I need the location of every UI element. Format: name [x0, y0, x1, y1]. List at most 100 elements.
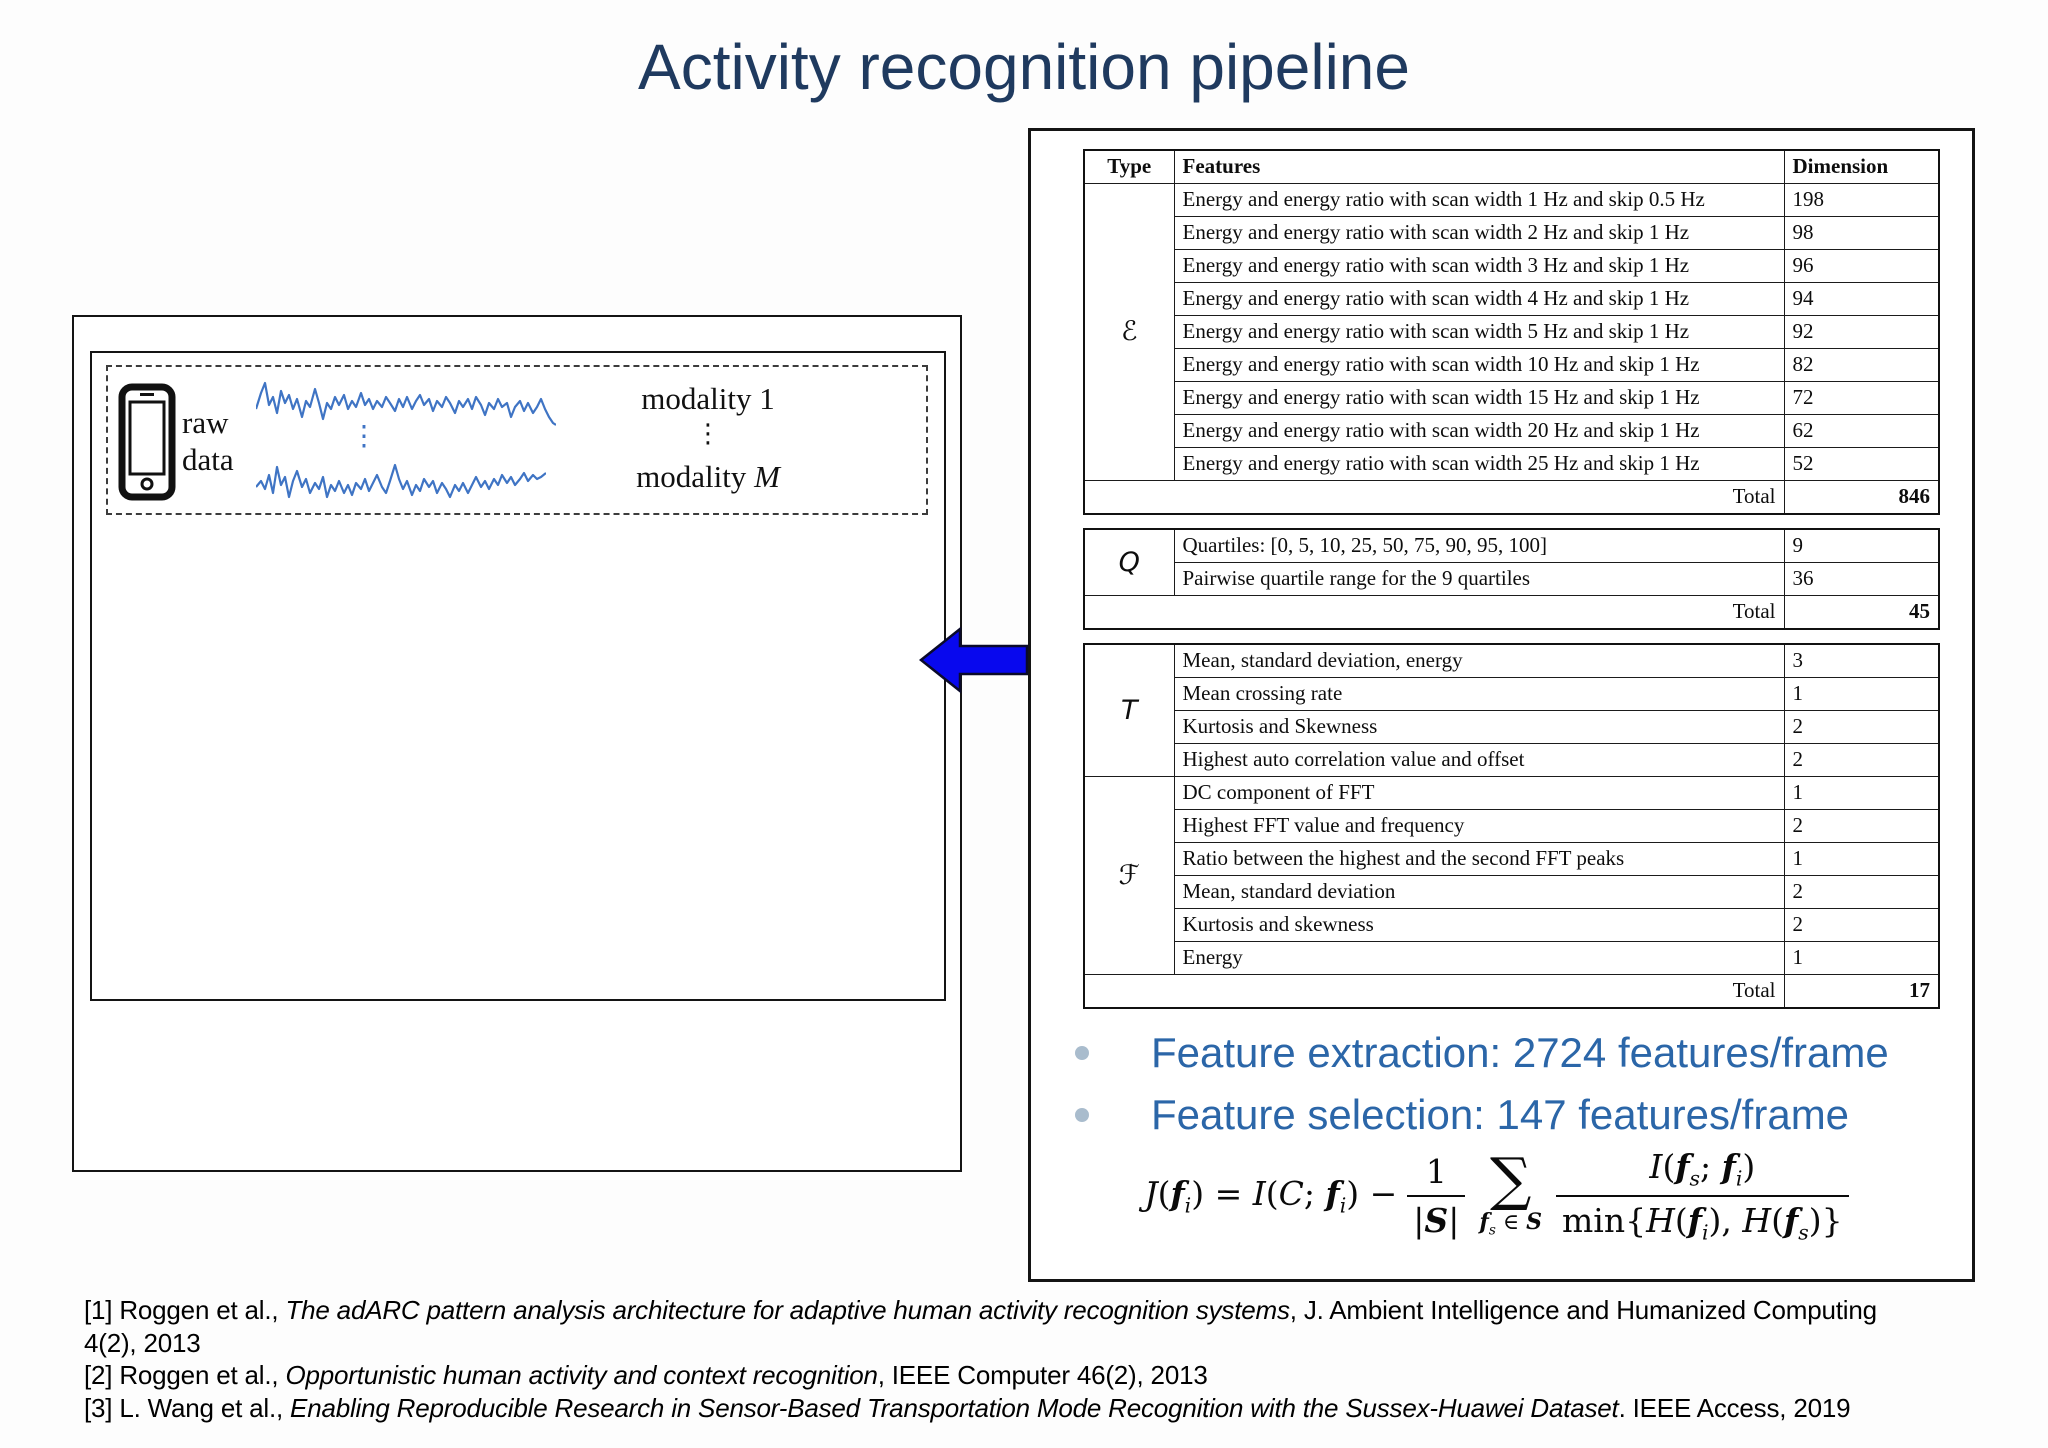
pipeline-inner-box: raw data ⋮ modality 1 ⋮ modality M: [90, 351, 946, 1001]
smartphone-icon: [118, 383, 176, 501]
feature-name: Energy: [1173, 941, 1785, 975]
bullet-item: Feature extraction: 2724 features/frame: [1075, 1027, 1889, 1079]
bullet-text: Feature extraction: 2724 features/frame: [1151, 1029, 1889, 1076]
feature-dimension: 1: [1783, 776, 1940, 810]
formula-tokens: min{H(fi), H(fs)}: [1562, 1200, 1843, 1245]
table-row: Energy and energy ratio with scan width …: [1084, 249, 1940, 283]
table-row: Energy and energy ratio with scan width …: [1084, 381, 1940, 415]
feature-name: Energy and energy ratio with scan width …: [1173, 447, 1785, 481]
waveform-signal-1: [256, 381, 556, 426]
formula-tokens: |S|: [1413, 1200, 1460, 1240]
total-value: 45: [1783, 595, 1940, 630]
feature-dimension: 72: [1783, 381, 1940, 415]
feature-dimension: 2: [1783, 710, 1940, 744]
reference-title: Enabling Reproducible Research in Sensor…: [290, 1392, 1619, 1423]
feature-name: Energy and energy ratio with scan width …: [1173, 216, 1785, 250]
references: [1] Roggen et al., The adARC pattern ana…: [84, 1294, 2034, 1424]
table-row: Energy and energy ratio with scan width …: [1084, 315, 1940, 349]
page-title: Activity recognition pipeline: [638, 31, 1410, 103]
feature-name: Energy and energy ratio with scan width …: [1173, 381, 1785, 415]
reference-prefix: [2] Roggen et al.,: [84, 1360, 286, 1390]
type-symbol: ℱ: [1083, 776, 1175, 975]
feature-name: Highest FFT value and frequency: [1173, 809, 1785, 843]
total-value: 846: [1783, 480, 1940, 515]
reference-entry: [1] Roggen et al., The adARC pattern ana…: [84, 1294, 2034, 1359]
reference-suffix: . IEEE Access, 2019: [1618, 1392, 1851, 1423]
header-dimension: Dimension: [1783, 149, 1940, 184]
reference-title: The adARC pattern analysis architecture …: [285, 1295, 1290, 1325]
feature-dimension: 2: [1783, 908, 1940, 942]
bullet-dot: [1075, 1108, 1089, 1122]
bullet-dot: [1075, 1046, 1089, 1060]
feature-name: DC component of FFT: [1173, 776, 1785, 810]
feature-dimension: 62: [1783, 414, 1940, 448]
type-symbol: ℰ: [1083, 183, 1175, 481]
feature-dimension: 36: [1783, 562, 1940, 596]
feature-name: Mean, standard deviation, energy: [1173, 643, 1785, 678]
total-label: Total: [1083, 595, 1785, 630]
feature-dimension: 1: [1783, 842, 1940, 876]
feature-name: Energy and energy ratio with scan width …: [1173, 282, 1785, 316]
feature-name: Quartiles: [0, 5, 10, 25, 50, 75, 90, 95…: [1173, 528, 1785, 563]
table-row: Ratio between the highest and the second…: [1084, 842, 1940, 876]
reference-title: Opportunistic human activity and context…: [285, 1360, 878, 1390]
reference-prefix: [1] Roggen et al.,: [84, 1295, 286, 1325]
feature-name: Mean crossing rate: [1173, 677, 1785, 711]
raw-data-panel: raw data ⋮ modality 1 ⋮ modality M: [106, 365, 928, 515]
bullet-item: Feature selection: 147 features/frame: [1075, 1089, 1889, 1141]
table-row: Highest auto correlation value and offse…: [1084, 743, 1940, 777]
fraction-one-over-S: 1 |S|: [1407, 1151, 1466, 1240]
left-arrow-icon: [918, 626, 1029, 694]
table-row: Energy and energy ratio with scan width …: [1084, 282, 1940, 316]
feature-name: Pairwise quartile range for the 9 quarti…: [1173, 562, 1785, 596]
feature-dimension: 3: [1783, 643, 1940, 678]
waveform-ellipsis: ⋮: [350, 419, 378, 452]
formula-tokens: fs ∈ S: [1479, 1209, 1543, 1239]
type-symbol: T: [1083, 643, 1175, 777]
feature-name: Highest auto correlation value and offse…: [1173, 743, 1785, 777]
total-value: 17: [1783, 974, 1940, 1009]
feature-name: Energy and energy ratio with scan width …: [1173, 414, 1785, 448]
reference-entry: [3] L. Wang et al., Enabling Reproducibl…: [84, 1392, 2034, 1425]
reference-suffix: , J. Ambient Intelligence and Humanized …: [1289, 1295, 1877, 1325]
feature-dimension: 92: [1783, 315, 1940, 349]
modality-1-label: modality 1: [641, 381, 775, 416]
table-row: Pairwise quartile range for the 9 quarti…: [1084, 562, 1940, 596]
feature-dimension: 96: [1783, 249, 1940, 283]
pipeline-outer-box: raw data ⋮ modality 1 ⋮ modality M: [72, 315, 962, 1172]
feature-name: Kurtosis and skewness: [1173, 908, 1785, 942]
formula-tokens: 1: [1425, 1151, 1447, 1191]
feature-name: Energy and energy ratio with scan width …: [1173, 183, 1785, 217]
bullet-text: Feature selection: 147 features/frame: [1151, 1091, 1850, 1138]
feature-dimension: 52: [1783, 447, 1940, 481]
fraction-mutual-information: I(fs; fi)min{H(fi), H(fs)}: [1556, 1147, 1849, 1244]
header-features: Features: [1173, 149, 1785, 184]
modality-m-label: modality M: [636, 459, 780, 494]
reference-suffix-line2: 4(2), 2013: [84, 1327, 201, 1358]
feature-dimension: 94: [1783, 282, 1940, 316]
feature-name: Energy and energy ratio with scan width …: [1173, 249, 1785, 283]
feature-dimension: 1: [1783, 941, 1940, 975]
feature-name: Energy and energy ratio with scan width …: [1173, 348, 1785, 382]
total-label: Total: [1083, 480, 1785, 515]
reference-entry: [2] Roggen et al., Opportunistic human a…: [84, 1359, 2034, 1392]
